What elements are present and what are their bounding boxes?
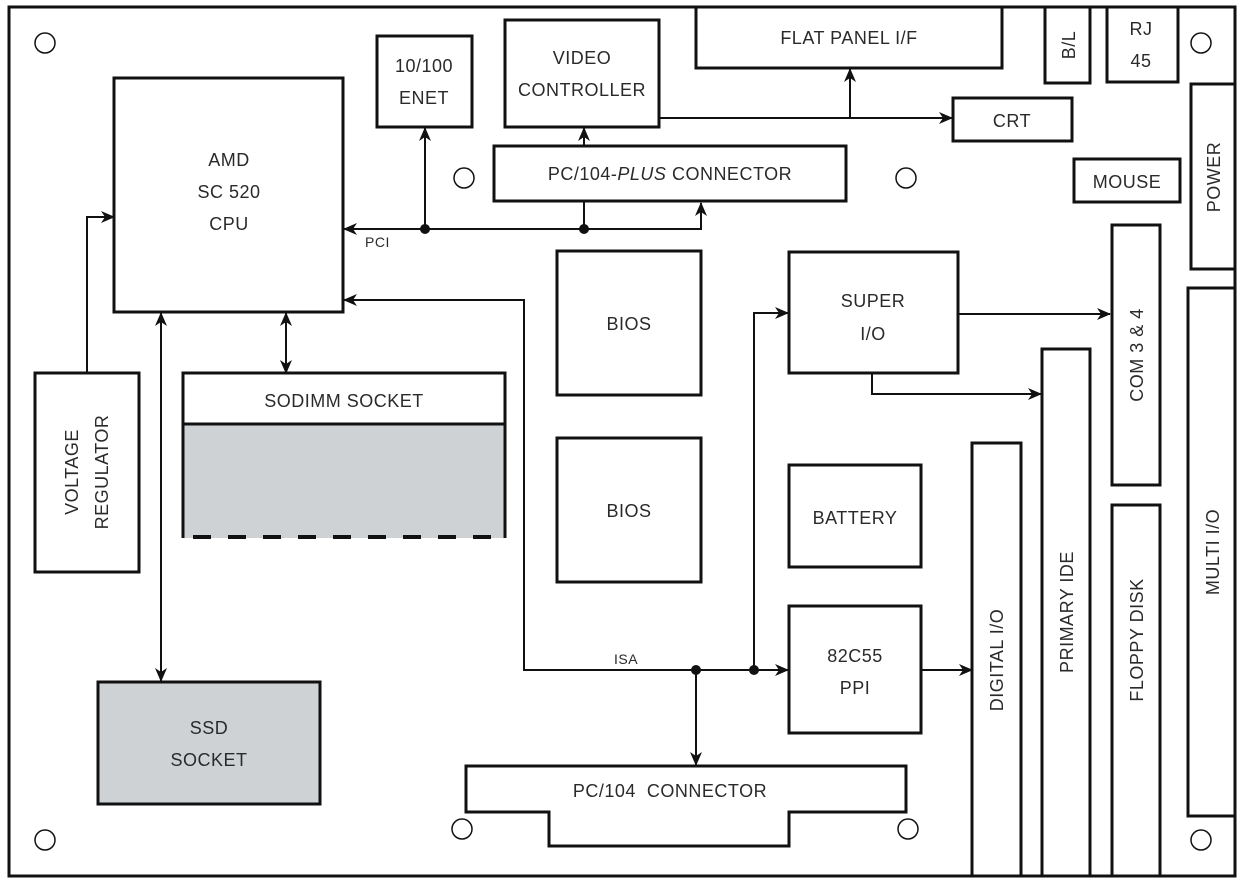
com34-label: COM 3 & 4	[1127, 308, 1147, 402]
rj45-label-line1: RJ	[1130, 19, 1153, 39]
ppi-label-line1: 82C55	[827, 646, 883, 666]
junction-dot	[579, 224, 589, 234]
pc104-connector-label: PC/104 CONNECTOR	[573, 781, 767, 801]
video-controller-block: VIDEO CONTROLLER	[503, 18, 661, 129]
voltage-regulator-label-line2: REGULATOR	[92, 415, 112, 530]
mounting-hole-icon	[1190, 32, 1212, 54]
primary-ide-block: PRIMARY IDE	[1040, 347, 1092, 878]
digital-io-block: DIGITAL I/O	[970, 441, 1023, 878]
rj45-label-line2: 45	[1130, 51, 1151, 71]
flat-panel-block: FLAT PANEL I/F	[694, 5, 1004, 70]
mounting-hole-icon	[34, 829, 56, 851]
multi-io-block: MULTI I/O	[1186, 286, 1237, 818]
sodimm-socket-block: SODIMM SOCKET	[181, 371, 507, 539]
crt-label: CRT	[993, 111, 1031, 131]
sodimm-socket-label: SODIMM SOCKET	[264, 391, 424, 411]
battery-label: BATTERY	[813, 508, 898, 528]
power-block: POWER	[1189, 82, 1237, 271]
video-label-line2: CONTROLLER	[518, 80, 646, 100]
backlight-label: B/L	[1059, 31, 1079, 60]
wire-vreg-cpu	[86, 211, 115, 373]
floppy-disk-block: FLOPPY DISK	[1110, 503, 1162, 878]
primary-ide-label: PRIMARY IDE	[1057, 551, 1077, 673]
pc104-plus-italic: PLUS	[617, 164, 666, 184]
mounting-hole-icon	[1190, 829, 1212, 851]
pci-bus-label: PCI	[365, 234, 390, 250]
super-io-block: SUPER I/O	[787, 250, 960, 375]
digital-io-label: DIGITAL I/O	[987, 609, 1007, 712]
ppi-label-line2: PPI	[840, 678, 871, 698]
voltage-regulator-label-line1: VOLTAGE	[62, 429, 82, 515]
video-label-line1: VIDEO	[553, 48, 612, 68]
bios-block-2: BIOS	[555, 436, 703, 584]
cpu-label-line2: SC 520	[197, 182, 260, 202]
wire-isa-cpu	[343, 294, 696, 671]
com34-block: COM 3 & 4	[1110, 223, 1162, 487]
mouse-label: MOUSE	[1093, 172, 1162, 192]
wire-superio-ide	[871, 374, 1042, 400]
rj45-block: RJ 45	[1105, 5, 1180, 84]
mounting-holes	[34, 32, 1212, 851]
enet-label-line1: 10/100	[395, 56, 453, 76]
cpu-block: AMD SC 520 CPU	[112, 76, 345, 314]
junction-dot	[749, 665, 759, 675]
junction-dot	[420, 224, 430, 234]
enet-label-line2: ENET	[399, 88, 449, 108]
bios-2-label: BIOS	[606, 501, 651, 521]
wire-isa-superio	[753, 307, 789, 670]
mounting-hole-icon	[897, 818, 919, 840]
floppy-disk-label: FLOPPY DISK	[1127, 578, 1147, 701]
mounting-hole-icon	[453, 167, 475, 189]
battery-block: BATTERY	[787, 463, 923, 569]
backlight-block: B/L	[1043, 5, 1092, 85]
cpu-label-line3: CPU	[209, 214, 249, 234]
ssd-label-line2: SOCKET	[170, 750, 247, 770]
wires	[86, 68, 1111, 766]
mounting-hole-icon	[34, 32, 56, 54]
multi-io-label: MULTI I/O	[1203, 509, 1223, 595]
junction-dot	[691, 665, 701, 675]
isa-bus-label: ISA	[614, 651, 638, 667]
bios-block-1: BIOS	[555, 249, 703, 397]
pc104-plus-prefix: PC/104-	[548, 164, 618, 184]
enet-block: 10/100 ENET	[375, 34, 474, 129]
ssd-label-line1: SSD	[190, 718, 229, 738]
voltage-regulator-block: VOLTAGE REGULATOR	[33, 371, 141, 574]
mouse-block: MOUSE	[1072, 157, 1182, 204]
pc104-plus-suffix: CONNECTOR	[666, 164, 792, 184]
power-label: POWER	[1204, 142, 1224, 213]
mounting-hole-icon	[451, 818, 473, 840]
pc104-plus-connector-block: PC/104-PLUS CONNECTOR	[492, 144, 848, 203]
crt-block: CRT	[951, 96, 1074, 143]
bios-1-label: BIOS	[606, 314, 651, 334]
mounting-hole-icon	[895, 167, 917, 189]
pc104-connector-block: PC/104 CONNECTOR	[464, 764, 908, 848]
pc104-plus-label: PC/104-PLUS CONNECTOR	[548, 164, 792, 184]
wire-pci-pc104plus	[585, 202, 707, 230]
super-io-label-line2: I/O	[860, 324, 886, 344]
super-io-label-line1: SUPER	[841, 291, 906, 311]
ssd-socket-block: SSD SOCKET	[96, 680, 322, 806]
cpu-label-line1: AMD	[208, 150, 250, 170]
flat-panel-label: FLAT PANEL I/F	[780, 28, 917, 48]
ppi-block: 82C55 PPI	[787, 604, 923, 735]
